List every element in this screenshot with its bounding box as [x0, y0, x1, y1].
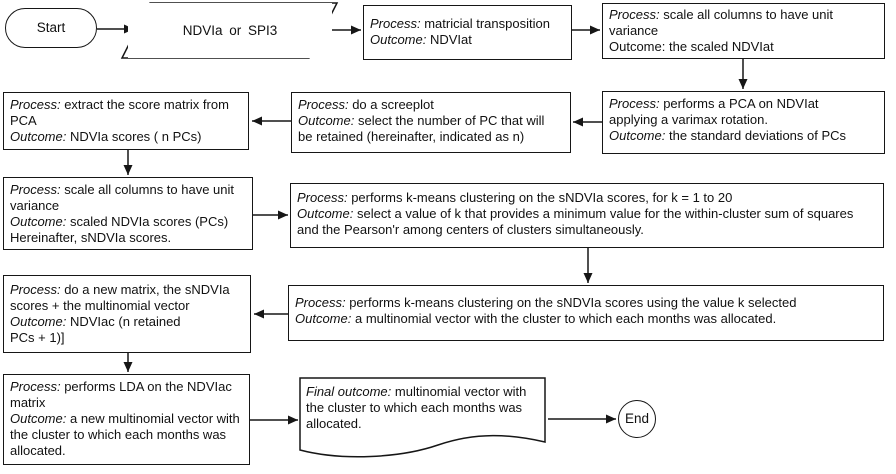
process-line: Process: scale all columns to have unit …	[10, 182, 235, 213]
process-line: Process: matricial transposition	[370, 16, 550, 31]
outcome-line: Outcome: NDVIac (n retained PCs + 1)]	[10, 314, 181, 345]
process-kmeans-explore-node: Process: performs k-means clustering on …	[290, 183, 884, 248]
document-shape	[299, 377, 546, 458]
process-line: Process: do a new matrix, the sNDVIa sco…	[10, 282, 230, 313]
process-lda-node: Process: performs LDA on the NDVIac matr…	[3, 374, 250, 465]
process-screeplot-node: Process: do a screeplot Outcome: select …	[291, 92, 571, 153]
process-line: Process: performs k-means clustering on …	[297, 190, 733, 205]
process-kmeans-final-node: Process: performs k-means clustering on …	[288, 285, 884, 341]
outcome-line: Outcome: a multinomial vector with the c…	[295, 311, 777, 326]
process-new-matrix-node: Process: do a new matrix, the sNDVIa sco…	[3, 275, 251, 353]
outcome-line: Outcome: NDVIa scores ( n PCs)	[10, 129, 202, 144]
process-line: Process: performs k-means clustering on …	[295, 295, 797, 310]
process-line: Process: performs LDA on the NDVIac matr…	[10, 379, 232, 410]
outcome-line: Outcome: the standard deviations of PCs	[609, 128, 847, 143]
process-line: Process: performs a PCA on NDVIat applyi…	[609, 96, 819, 127]
start-terminator: Start	[5, 8, 97, 48]
process-line: Process: scale all columns to have unit …	[609, 7, 834, 38]
outcome-line: Outcome: the scaled NDVIat	[609, 39, 774, 54]
end-label: End	[624, 411, 650, 426]
outcome-line: Outcome: scaled NDVIa scores (PCs) Herei…	[10, 214, 229, 245]
process-pca-node: Process: performs a PCA on NDVIat applyi…	[602, 91, 885, 154]
process-scale-ndviat-node: Process: scale all columns to have unit …	[602, 3, 885, 59]
end-terminator: End	[618, 400, 656, 438]
process-line: Process: extract the score matrix from P…	[10, 97, 229, 128]
process-extract-scores-node: Process: extract the score matrix from P…	[3, 92, 249, 150]
process-transpose-node: Process: matricial transposition Outcome…	[363, 5, 572, 60]
outcome-line: Outcome: select a value of k that provid…	[297, 206, 854, 237]
input-node: NDVIa or SPI3	[128, 3, 332, 58]
final-outcome-line: Final outcome: multinomial vector with t…	[306, 384, 527, 431]
start-label: Start	[36, 20, 66, 35]
final-output-document-node: Final outcome: multinomial vector with t…	[300, 378, 550, 458]
process-line: Process: do a screeplot	[298, 97, 434, 112]
outcome-line: Outcome: NDVIat	[370, 32, 472, 47]
outcome-line: Outcome: a new multinomial vector with t…	[10, 411, 240, 458]
process-scale-scores-node: Process: scale all columns to have unit …	[3, 177, 253, 250]
outcome-line: Outcome: select the number of PC that wi…	[298, 113, 545, 144]
input-label: NDVIa or SPI3	[182, 22, 278, 38]
